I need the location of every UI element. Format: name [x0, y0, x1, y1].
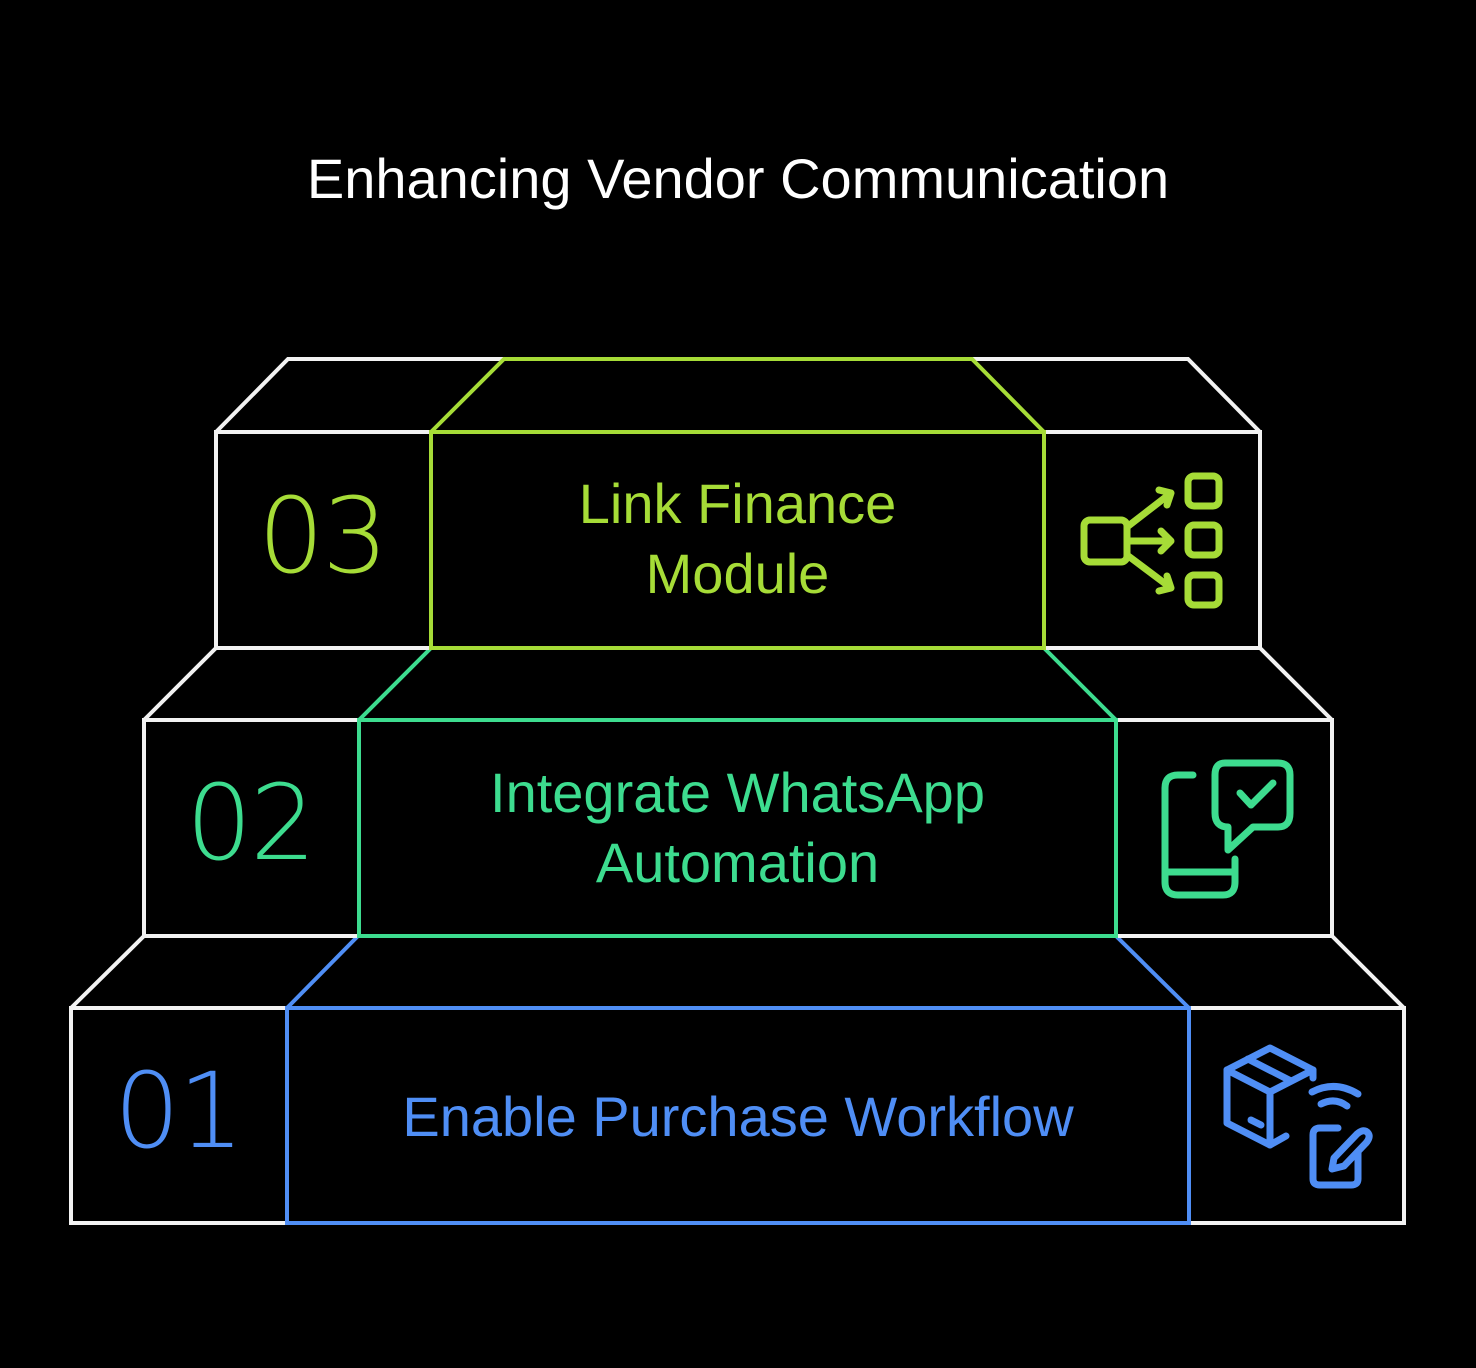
step-1-label-line-1: Enable Purchase Workflow: [402, 1085, 1074, 1148]
step-3: [214, 357, 1262, 650]
step-3-number: 03: [258, 475, 388, 597]
step-3-label-line-1: Link Finance: [578, 472, 897, 535]
step-2-number: 02: [186, 762, 316, 884]
step-2: [142, 646, 1334, 938]
step-1-outline-top: [69, 934, 1406, 1010]
step-3-outline-top: [214, 357, 1262, 434]
step-3-center-top: [429, 357, 1046, 434]
step-3-label-line-2: Module: [645, 542, 830, 605]
step-1: [69, 934, 1406, 1225]
step-2-center-top: [357, 646, 1118, 722]
step-3-center-box: [429, 430, 1046, 650]
step-2-label-line-2: Automation: [595, 831, 880, 894]
diagram-title: Enhancing Vendor Communication: [306, 147, 1170, 210]
step-2-label-line-1: Integrate WhatsApp: [490, 761, 985, 824]
branch-to-list-icon: [1080, 472, 1223, 609]
step-2-label: Integrate WhatsApp Automation: [359, 758, 1116, 898]
package-clipboard-icon: [1223, 1044, 1373, 1189]
step-1-number: 01: [114, 1050, 244, 1172]
step-2-outline-top: [142, 646, 1334, 722]
step-1-center-box: [285, 1006, 1191, 1225]
step-3-label: Link Finance Module: [431, 469, 1044, 609]
step-1-label: Enable Purchase Workflow: [287, 1082, 1189, 1152]
phone-chat-check-icon: [1161, 759, 1294, 899]
step-1-center-top: [285, 934, 1191, 1010]
step-2-center-box: [357, 718, 1118, 938]
